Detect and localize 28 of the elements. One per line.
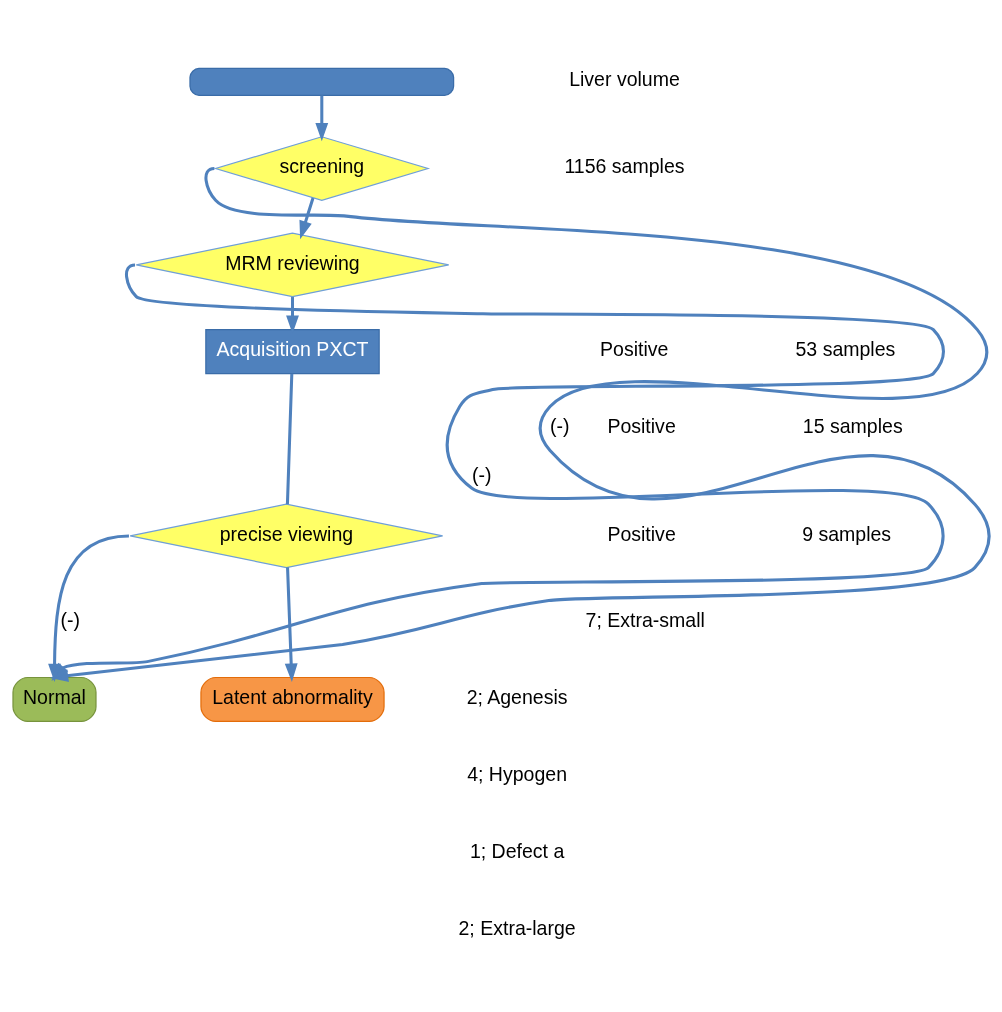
label: Positive (607, 415, 676, 438)
label: 1156 samples (564, 155, 685, 178)
node-box: Acquisition PXCT (205, 329, 380, 375)
node-box: Latent abnormality (200, 676, 385, 723)
label: 4; Hypogen (467, 762, 567, 785)
label: Positive (600, 338, 669, 361)
label: Liver volume (569, 68, 680, 91)
arrow (286, 297, 299, 334)
node-box (189, 67, 455, 96)
label: 1; Defect a (469, 839, 565, 862)
arrow (284, 567, 298, 682)
label: 2; Agenesis (466, 686, 568, 709)
edge-label: (-) (60, 609, 81, 632)
label: 15 samples (802, 415, 903, 438)
arrow (315, 95, 329, 142)
label: 9 samples (802, 522, 892, 545)
label: 53 samples (795, 338, 896, 361)
edge-label: (-) (471, 463, 492, 486)
connector (285, 373, 294, 505)
label: Positive (607, 522, 676, 545)
label: 7; Extra-small (585, 609, 705, 632)
node-diamond: MRM reviewing (135, 232, 450, 298)
node-diamond: precise viewing (129, 503, 444, 569)
arrow (299, 197, 315, 240)
node-box: Normal (12, 676, 97, 723)
label: 2; Extra-large (458, 916, 576, 939)
node-diamond: screening (213, 136, 431, 201)
edge-label: (-) (550, 415, 570, 438)
